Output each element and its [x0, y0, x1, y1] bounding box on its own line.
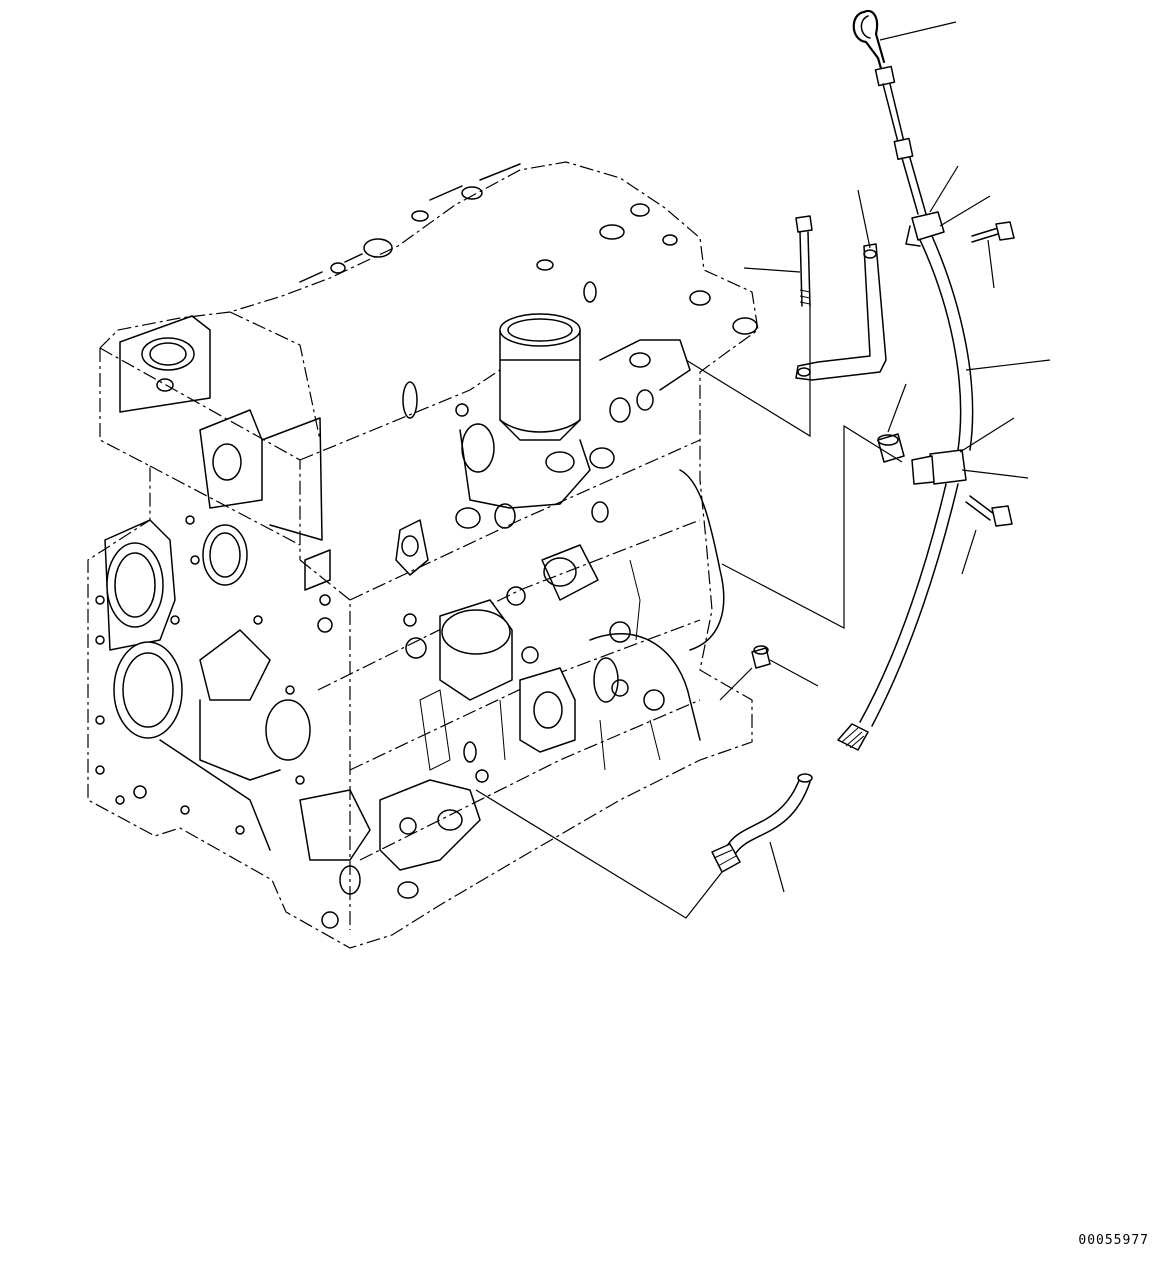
leader-lines	[475, 21, 1051, 919]
engine-block	[87, 161, 759, 949]
dipstick-assembly	[711, 9, 1015, 873]
drawing-id-label: 00055977	[1078, 1233, 1149, 1248]
